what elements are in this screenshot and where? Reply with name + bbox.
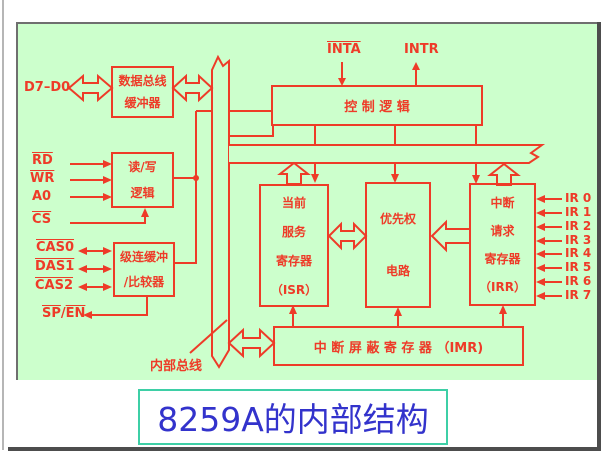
irr-text: 中断请求 寄存器（IRR） bbox=[479, 195, 526, 294]
pin-label-ir1: IR 1 bbox=[565, 205, 592, 219]
pin-label-ir5: IR 5 bbox=[565, 260, 592, 274]
pin-label-wr: WR bbox=[30, 171, 55, 186]
page-right-border bbox=[597, 22, 601, 451]
pin-label-cas2: CAS2 bbox=[35, 278, 74, 293]
priority-text: 优先权电路 bbox=[379, 212, 416, 278]
control-logic-text: 控 制 逻 辑 bbox=[344, 100, 410, 115]
data-bus-buffer-text: 数据总线缓冲器 bbox=[118, 74, 167, 110]
page-bottom-border bbox=[8, 447, 601, 451]
pin-label-ir4: IR 4 bbox=[565, 246, 592, 260]
internal-bus-label: 内部总线 bbox=[150, 359, 203, 374]
slide-title-text: 8259A的内部结构 bbox=[157, 400, 429, 439]
pin-label-ir3: IR 3 bbox=[565, 233, 592, 247]
pin-label-das1: DAS1 bbox=[35, 259, 75, 274]
pin-label-ir0: IR 0 bbox=[565, 191, 592, 205]
pin-label-inta: INTA bbox=[327, 42, 361, 57]
pin-label-ir2: IR 2 bbox=[565, 219, 592, 233]
pin-label-a0: A0 bbox=[32, 189, 52, 204]
pin-label-cs: CS bbox=[32, 212, 52, 227]
pin-label-sp-en: SP/EN bbox=[42, 306, 86, 321]
imr-text: 中 断 屏 蔽 寄 存 器 （IMR) bbox=[313, 340, 484, 356]
pin-label-d7d0: D7–D0 bbox=[24, 80, 71, 95]
pin-label-intr: INTR bbox=[404, 42, 439, 57]
cascade-buffer-text: 级连缓冲/比较器 bbox=[119, 249, 168, 289]
pin-label-ir6: IR 6 bbox=[565, 274, 592, 288]
pin-label-cas0: CAS0 bbox=[36, 240, 75, 255]
slide-title: 8259A的内部结构 bbox=[138, 389, 448, 445]
pin-label-ir7: IR 7 bbox=[565, 288, 592, 302]
isr-text: 当前服务 寄存器（ISR） bbox=[270, 195, 318, 297]
page-left-border bbox=[2, 0, 4, 450]
rw-logic-text: 读/写逻辑 bbox=[128, 160, 157, 200]
pin-label-rd: RD bbox=[32, 153, 53, 168]
